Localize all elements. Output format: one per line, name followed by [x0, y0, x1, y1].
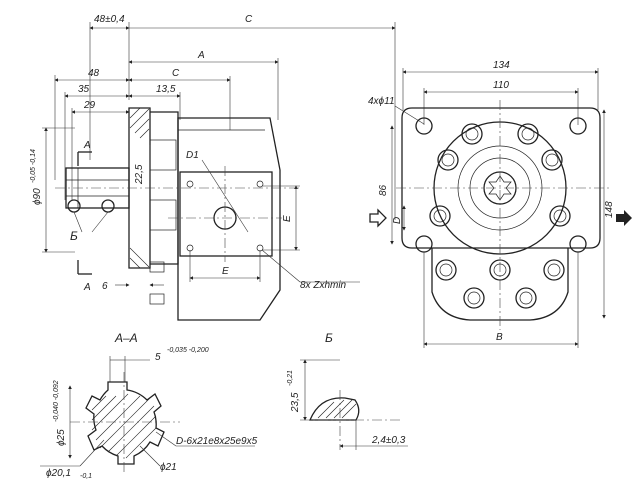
section-aa: 5 -0,035 -0,200 ϕ25 -0,040 -0,092 D-6x21… [40, 347, 258, 480]
dim-e-vert: E [282, 215, 293, 222]
dim-35: 35 [78, 84, 90, 95]
dim-5: 5 [155, 352, 161, 363]
view-b-detail: 23,5 -0,21 2,4±0,3 [287, 359, 408, 450]
cut-a-bottom: A [83, 282, 91, 293]
dim-110: 110 [493, 80, 509, 91]
side-view: 48±0,4 C A 48 C 35 13,5 29 ϕ90 -0,05 - [30, 14, 396, 321]
dim-phi20-1: ϕ20,1 [46, 468, 71, 479]
dim-86: 86 [378, 184, 389, 196]
dim-d: D [392, 217, 403, 224]
dim-22-5: 22,5 [134, 164, 145, 185]
dim-holes: 8x Zxhmin [300, 280, 347, 291]
dim-e-horiz: E [222, 266, 229, 277]
dim-phi90-tol: -0,05 -0,14 [30, 149, 37, 183]
dim-phi20-1-tol: -0,1 [80, 473, 92, 480]
dim-2-4: 2,4±0,3 [371, 435, 406, 446]
dim-6: 6 [102, 281, 108, 292]
dim-23-5-tol: -0,21 [287, 370, 294, 386]
dim-phi25-tol: -0,040 -0,092 [53, 380, 60, 422]
dim-d1: D1 [186, 150, 199, 161]
dim-5-tol: -0,035 -0,200 [167, 347, 209, 354]
dim-spline: D-6x21e8x25e9x5 [176, 436, 258, 447]
dim-a: A [197, 50, 205, 61]
dim-48: 48 [88, 68, 100, 79]
dim-4xphi11: 4xϕ11 [368, 96, 395, 107]
dim-c-top: C [245, 14, 253, 25]
section-hatch [91, 393, 157, 459]
dim-13-5: 13,5 [156, 84, 176, 95]
dim-148: 148 [604, 201, 615, 218]
section-aa-label: A–A [114, 331, 138, 345]
dim-23-5: 23,5 [290, 392, 301, 413]
cut-a-top: A [83, 140, 91, 151]
dim-b: B [496, 332, 503, 343]
dim-c: C [172, 68, 180, 79]
dim-phi21: ϕ21 [160, 462, 177, 473]
dim-phi90: ϕ90 [32, 188, 43, 205]
dim-48-top: 48±0,4 [94, 14, 125, 25]
dim-phi25: ϕ25 [56, 429, 67, 446]
detail-hatch [317, 399, 357, 419]
front-view: 134 110 4xϕ11 86 148 D [368, 60, 632, 348]
flange-hatch [129, 107, 150, 269]
view-b-label: Б [325, 331, 333, 345]
mark-b: Б [70, 229, 78, 243]
dim-29: 29 [83, 100, 96, 111]
dim-134: 134 [493, 60, 510, 71]
